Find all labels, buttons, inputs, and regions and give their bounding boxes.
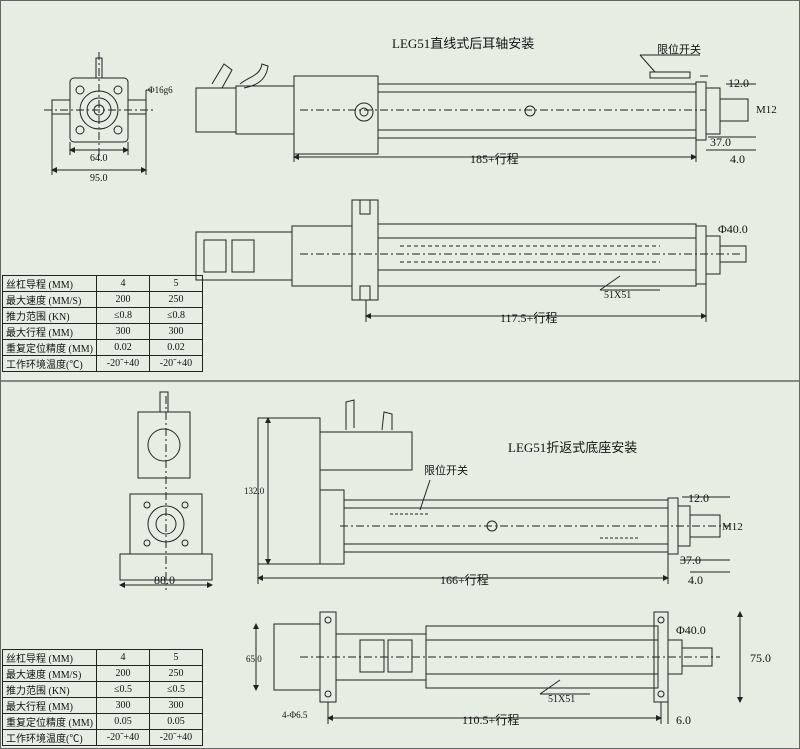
spec-label: 最大行程 (MM) [2, 323, 97, 340]
spec-value: 300 [95, 323, 150, 340]
spec-value: 0.05 [95, 713, 150, 730]
top-side-view [195, 54, 756, 162]
top-dim-m12: M12 [756, 104, 777, 116]
spec-label: 重复定位精度 (MM) [2, 713, 97, 730]
spec-value: ≤0.5 [148, 681, 203, 698]
spec-label: 丝杠导程 (MM) [2, 275, 97, 292]
spec-label: 工作环境温度(℃) [2, 729, 97, 746]
spec-value: 200 [95, 665, 150, 682]
spec-label: 推力范围 (KN) [2, 307, 97, 324]
top-end-view [44, 52, 156, 175]
spec-row: 推力范围 (KN)≤0.8≤0.8 [2, 307, 203, 324]
bottom-end-view [119, 391, 213, 590]
spec-label: 最大速度 (MM/S) [2, 291, 97, 308]
spec-value: 5 [148, 275, 203, 292]
spec-value: 250 [148, 291, 203, 308]
spec-value: 300 [148, 697, 203, 714]
spec-value: 0.02 [148, 339, 203, 356]
spec-value: -20˜+40 [148, 729, 203, 746]
spec-value: -20˜+40 [95, 355, 150, 372]
bottom-dim-12: 12.0 [688, 491, 709, 505]
bottom-side-view [257, 399, 730, 584]
top-dim-12: 12.0 [728, 76, 749, 90]
bottom-dim-holes: 4-Φ6.5 [282, 710, 308, 720]
bottom-dim-phi40: Φ40.0 [676, 623, 706, 637]
top-title: LEG51直线式后耳轴安装 [392, 36, 534, 51]
top-dim-profile: 51X51 [604, 290, 631, 301]
spec-value: 200 [95, 291, 150, 308]
top-dim-shaft-dia: Φ16g6 [148, 85, 173, 95]
spec-value: -20˜+40 [148, 355, 203, 372]
bottom-dim-65: 65.0 [246, 654, 262, 664]
bottom-dim-37: 37.0 [680, 553, 701, 567]
bottom-title: LEG51折返式底座安装 [508, 440, 637, 455]
bottom-dim-stroke-side: 166+行程 [440, 572, 489, 587]
top-dim-4: 4.0 [730, 152, 745, 166]
bottom-dim-132: 132.0 [244, 486, 265, 496]
spec-label: 最大行程 (MM) [2, 697, 97, 714]
top-limit-switch-label: 限位开关 [657, 42, 701, 56]
spec-value: ≤0.5 [95, 681, 150, 698]
spec-value: ≤0.8 [148, 307, 203, 324]
bottom-dim-stroke-plan: 110.5+行程 [462, 712, 519, 727]
spec-value: 4 [95, 275, 150, 292]
bottom-limit-switch-label: 限位开关 [424, 463, 468, 477]
top-dim-phi40: Φ40.0 [718, 222, 748, 236]
spec-value: 4 [95, 649, 150, 666]
spec-value: ≤0.8 [95, 307, 150, 324]
spec-value: 300 [95, 697, 150, 714]
spec-label: 工作环境温度(℃) [2, 355, 97, 372]
spec-row: 推力范围 (KN)≤0.5≤0.5 [2, 681, 203, 698]
top-dim-64: 64.0 [90, 153, 108, 164]
spec-label: 最大速度 (MM/S) [2, 665, 97, 682]
spec-row: 工作环境温度(℃)-20˜+40-20˜+40 [2, 355, 203, 372]
spec-value: 5 [148, 649, 203, 666]
top-dim-stroke-side: 185+行程 [470, 151, 519, 166]
spec-value: -20˜+40 [95, 729, 150, 746]
bottom-plan-view [253, 611, 743, 724]
spec-value: 250 [148, 665, 203, 682]
bottom-dim-75: 75.0 [750, 651, 771, 665]
top-plan-view [195, 199, 747, 322]
top-dim-stroke-plan: 117.5+行程 [500, 310, 557, 325]
bottom-dim-4: 4.0 [688, 573, 703, 587]
top-dim-37: 37.0 [710, 135, 731, 149]
spec-label: 丝杠导程 (MM) [2, 649, 97, 666]
spec-label: 推力范围 (KN) [2, 681, 97, 698]
bottom-dim-6: 6.0 [676, 713, 691, 727]
spec-label: 重复定位精度 (MM) [2, 339, 97, 356]
top-dim-95: 95.0 [90, 173, 108, 184]
bottom-dim-profile: 51X51 [548, 694, 575, 705]
spec-value: 300 [148, 323, 203, 340]
spec-row: 工作环境温度(℃)-20˜+40-20˜+40 [2, 729, 203, 746]
bottom-dim-88: 88.0 [154, 573, 175, 587]
spec-value: 0.05 [148, 713, 203, 730]
spec-value: 0.02 [95, 339, 150, 356]
bottom-dim-m12: M12 [722, 521, 743, 533]
